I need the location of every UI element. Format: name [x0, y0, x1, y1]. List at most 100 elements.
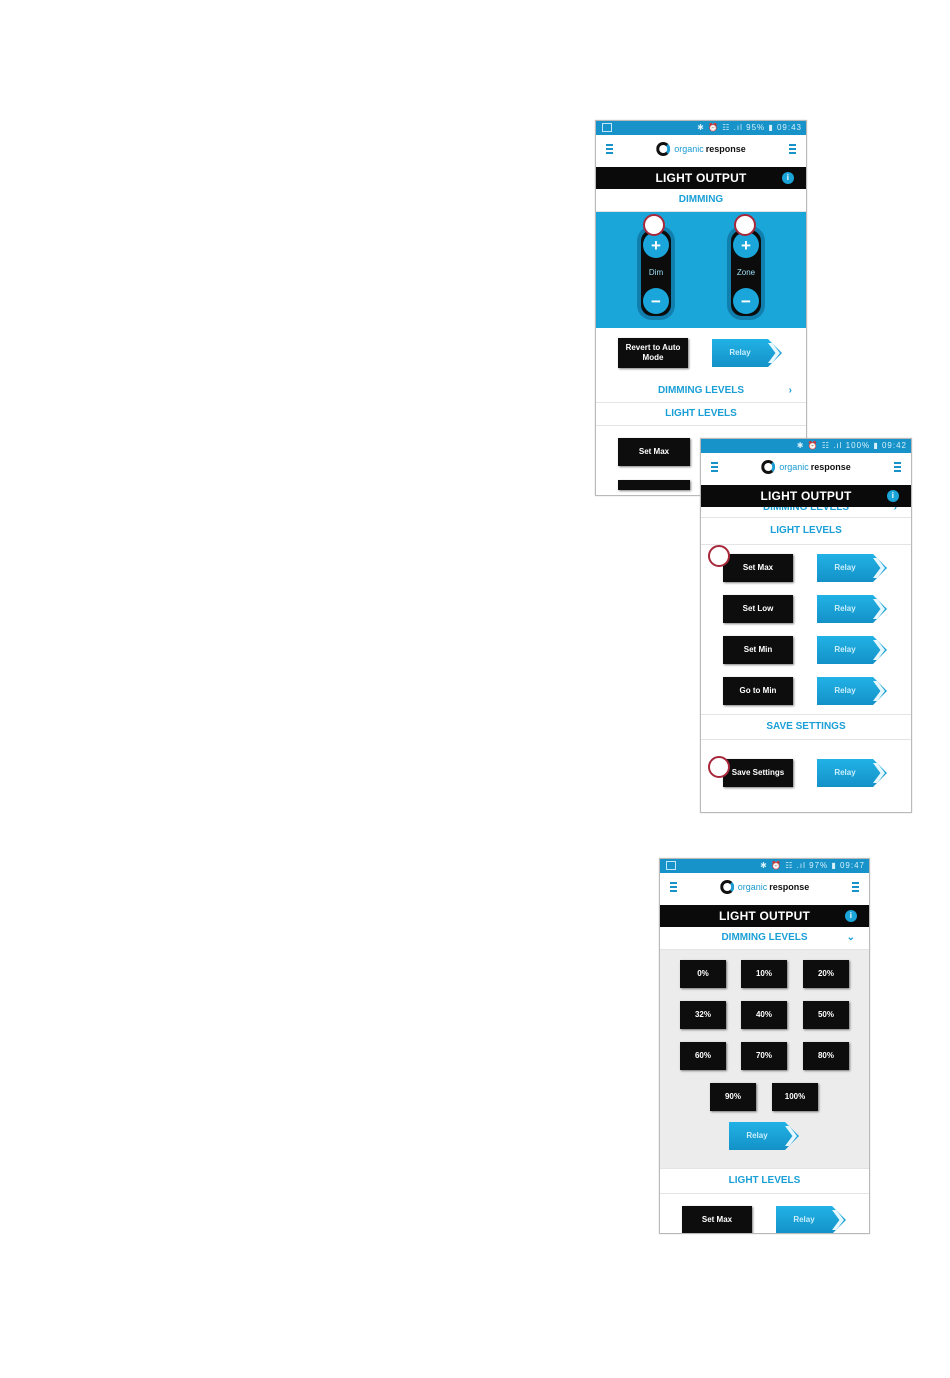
set-min-button[interactable]: Set Min	[723, 636, 793, 664]
section-dimming-levels[interactable]: DIMMING LEVELS›	[701, 507, 911, 518]
dim-level-button[interactable]: 32%	[680, 1001, 726, 1029]
brand-response: response	[705, 144, 746, 154]
dim-level-button[interactable]: 20%	[803, 960, 849, 988]
brand-logo: organic response	[761, 460, 851, 474]
menu-icon[interactable]	[670, 882, 677, 892]
relay-label: Relay	[834, 563, 856, 572]
section-light-levels: LIGHT LEVELS	[596, 403, 806, 426]
relay-button[interactable]: Relay	[817, 636, 887, 664]
relay-label: Relay	[834, 768, 856, 777]
relay-button[interactable]: Relay	[817, 759, 887, 787]
dim-level-button[interactable]: 80%	[803, 1042, 849, 1070]
brand-organic: organic	[779, 462, 809, 472]
set-low-button[interactable]: Set Low	[723, 595, 793, 623]
relay-label: Relay	[834, 645, 856, 654]
chevron-right-icon: ›	[893, 507, 897, 513]
app-bar: organic response	[701, 453, 911, 485]
relay-button[interactable]: Relay	[817, 554, 887, 582]
dim-label: Dim	[648, 268, 664, 277]
options-menu-icon[interactable]	[852, 882, 859, 892]
callout-marker	[643, 214, 665, 236]
relay-button[interactable]: Relay	[817, 595, 887, 623]
info-icon[interactable]: i	[782, 172, 794, 184]
relay-label: Relay	[793, 1215, 815, 1224]
chevron-right-icon: ›	[788, 385, 792, 396]
revert-auto-button[interactable]: Revert to Auto Mode	[618, 338, 688, 368]
logo-mark-icon	[656, 142, 671, 156]
dim-up-button[interactable]: +	[643, 232, 669, 258]
dimming-panel: + Dim − + Zone −	[596, 212, 806, 328]
dim-level-button[interactable]: 50%	[803, 1001, 849, 1029]
menu-icon[interactable]	[711, 462, 718, 472]
dim-down-button[interactable]: −	[643, 288, 669, 314]
set-max-row: Set Max Relay	[660, 1194, 869, 1234]
brand-logo: organic response	[719, 880, 810, 894]
options-menu-icon[interactable]	[789, 144, 796, 154]
menu-icon[interactable]	[606, 144, 613, 154]
zone-down-button[interactable]: −	[733, 288, 759, 314]
relay-button[interactable]: Relay	[776, 1206, 846, 1234]
relay-button[interactable]: Relay	[712, 339, 782, 367]
relay-label: Relay	[834, 604, 856, 613]
chevron-down-icon: ⌄	[846, 932, 855, 943]
info-icon[interactable]: i	[845, 910, 857, 922]
revert-row: Revert to Auto Mode Relay	[596, 328, 806, 380]
brand-organic: organic	[737, 882, 768, 892]
section-dimming: DIMMING	[596, 189, 806, 212]
section-light-levels-label: LIGHT LEVELS	[665, 408, 737, 419]
phone-screen-dimming: ✱ ⏰ ☷ .ıl 95% ▮ 09:43 organic response L…	[595, 120, 807, 496]
dim-level-button[interactable]: 60%	[680, 1042, 726, 1070]
section-save-settings: SAVE SETTINGS	[701, 714, 911, 740]
relay-button[interactable]: Relay	[729, 1122, 799, 1150]
dim-control: + Dim −	[637, 226, 675, 320]
section-dimming-levels[interactable]: DIMMING LEVELS⌄	[660, 927, 869, 950]
info-icon[interactable]: i	[887, 490, 899, 502]
callout-marker	[708, 756, 730, 778]
options-menu-icon[interactable]	[894, 462, 901, 472]
light-level-row: Set Low Relay	[701, 586, 911, 627]
save-settings-button[interactable]: Save Settings	[723, 759, 793, 787]
page-title: LIGHT OUTPUT	[718, 909, 811, 923]
section-light-levels-label: LIGHT LEVELS	[770, 525, 842, 536]
relay-label: Relay	[729, 348, 751, 357]
save-settings-row: Save Settings Relay	[701, 740, 911, 800]
dim-level-button[interactable]: 90%	[710, 1083, 756, 1111]
app-bar: organic response	[660, 873, 869, 905]
logo-mark-icon	[719, 880, 734, 894]
page-title-bar: LIGHT OUTPUT i	[660, 905, 869, 927]
brand-response: response	[769, 882, 810, 892]
status-bar-icons: ✱ ⏰ ☷ .ıl 97% ▮ 09:47	[760, 861, 865, 870]
set-max-button[interactable]: Set Max	[618, 438, 690, 466]
status-bar: ✱ ⏰ ☷ .ıl 100% ▮ 09:42	[701, 439, 911, 453]
go-to-min-button[interactable]: Go to Min	[723, 677, 793, 705]
dim-level-button[interactable]: 40%	[741, 1001, 787, 1029]
page-title: LIGHT OUTPUT	[655, 171, 747, 185]
set-max-button[interactable]: Set Max	[723, 554, 793, 582]
dim-level-button[interactable]: 70%	[741, 1042, 787, 1070]
section-light-levels: LIGHT LEVELS	[660, 1168, 869, 1194]
status-bar-icons: ✱ ⏰ ☷ .ıl 100% ▮ 09:42	[796, 441, 907, 450]
section-dimming-levels-label: DIMMING LEVELS	[657, 385, 745, 396]
dim-level-button[interactable]: 10%	[741, 960, 787, 988]
page-title-bar: LIGHT OUTPUT i	[596, 167, 806, 189]
gallery-icon	[602, 123, 612, 132]
set-max-row: Set Max	[596, 426, 806, 490]
brand-organic: organic	[674, 144, 704, 154]
dim-level-button[interactable]: 0%	[680, 960, 726, 988]
relay-button[interactable]: Relay	[817, 677, 887, 705]
relay-label: Relay	[834, 686, 856, 695]
dim-level-button[interactable]: 100%	[772, 1083, 818, 1111]
status-bar-icons: ✱ ⏰ ☷ .ıl 95% ▮ 09:43	[697, 123, 802, 132]
set-max-button[interactable]: Set Max	[682, 1206, 752, 1233]
next-button-edge	[618, 480, 690, 490]
status-bar: ✱ ⏰ ☷ .ıl 97% ▮ 09:47	[660, 859, 869, 873]
page-title: LIGHT OUTPUT	[760, 489, 852, 503]
section-dimming-levels[interactable]: DIMMING LEVELS ›	[596, 380, 806, 403]
section-save-settings-label: SAVE SETTINGS	[766, 721, 846, 732]
page-title-bar: LIGHT OUTPUT i	[701, 485, 911, 507]
brand-response: response	[810, 462, 851, 472]
zone-up-button[interactable]: +	[733, 232, 759, 258]
brand-logo: organic response	[656, 142, 746, 156]
section-light-levels: LIGHT LEVELS	[701, 518, 911, 545]
logo-mark-icon	[761, 460, 776, 474]
